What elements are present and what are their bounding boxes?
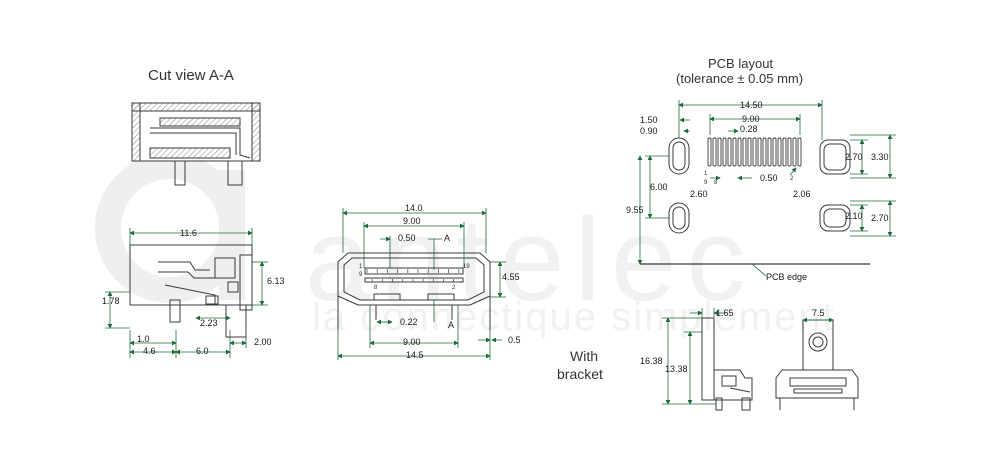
- pcb-dim-slot1-h: 2.70: [845, 152, 863, 162]
- bracket-dimension-lines: [662, 308, 834, 405]
- front-section-mark-top: A: [444, 233, 451, 243]
- front-pin-label-8: 8: [374, 285, 378, 291]
- pcb-pad: [747, 137, 752, 167]
- pcb-pad: [712, 137, 717, 167]
- front-dim-140: 14.0: [405, 203, 423, 213]
- pcb-dim-955: 9.55: [626, 205, 644, 215]
- pcb-pin-label-2: 2: [790, 176, 794, 182]
- pcb-dim-slot1-total: 3.30: [871, 152, 889, 162]
- pcb-pad: [792, 137, 797, 167]
- side-dim-width: 11.6: [180, 228, 197, 238]
- pcb-pad: [797, 137, 802, 167]
- side-dim-b4: 2.00: [254, 337, 272, 347]
- pcb-layout-tolerance: (tolerance ± 0.05 mm): [676, 71, 804, 86]
- watermark-brand-text: antelec: [305, 194, 756, 326]
- pcb-dim-1450: 14.50: [740, 100, 763, 110]
- pcb-dim-150: 1.50: [640, 115, 658, 125]
- pcb-dim-slot2-total: 2.70: [871, 213, 889, 223]
- pcb-dim-206: 2.06: [793, 189, 811, 199]
- pcb-dim-900: 9.00: [742, 114, 760, 124]
- pcb-pad: [787, 137, 792, 167]
- pcb-dim-050: 0.50: [760, 173, 778, 183]
- cut-view-section: [131, 102, 261, 186]
- front-pin-label-19: 19: [463, 264, 470, 270]
- bracket-dim-75: 7.5: [812, 308, 825, 318]
- pcb-pad: [777, 137, 782, 167]
- pcb-dim-600: 6.00: [650, 182, 668, 192]
- watermark-slogan-text: la connectique simplement: [312, 295, 836, 339]
- pcb-pad: [742, 137, 747, 167]
- front-section-mark-bottom: A: [448, 320, 455, 330]
- front-pin-label-1: 1: [359, 264, 363, 270]
- pcb-dim-090: 0.90: [640, 126, 658, 136]
- pcb-pad: [727, 137, 732, 167]
- pcb-pad: [782, 137, 787, 167]
- pcb-pad: [737, 137, 742, 167]
- side-view-drawing: [129, 244, 253, 338]
- front-dim-900-bottom: 9.00: [403, 337, 421, 347]
- pcb-pin-label-9: 9: [704, 180, 708, 186]
- pcb-layout-title: PCB layout: [708, 56, 774, 71]
- pcb-pad: [752, 137, 757, 167]
- front-pin-label-2: 2: [452, 285, 456, 291]
- front-dim-050: 0.50: [398, 233, 416, 243]
- front-dim-145: 14.5: [406, 350, 424, 360]
- pcb-dim-260: 2.60: [690, 189, 708, 199]
- pcb-pads: [707, 137, 802, 167]
- pcb-pad: [772, 137, 777, 167]
- pcb-dim-slot2-h: 2.10: [845, 211, 863, 221]
- side-dim-b3: 6.0: [196, 346, 209, 356]
- front-dim-455: 4.55: [502, 272, 520, 282]
- side-dim-b1: 1.0: [137, 334, 150, 344]
- pcb-edge-label: PCB edge: [766, 272, 808, 282]
- bracket-dim-165: 1.65: [716, 308, 734, 318]
- cut-view-title: Cut view A-A: [148, 67, 234, 84]
- front-view-pins: [366, 269, 460, 282]
- front-view-drawing: [337, 252, 491, 330]
- pcb-pad: [762, 137, 767, 167]
- side-view-dimension-lines: [105, 228, 268, 358]
- front-dim-022: 0.22: [400, 317, 418, 327]
- front-pin-label-9: 9: [359, 272, 363, 278]
- side-dim-pin: 2.23: [200, 318, 218, 328]
- side-dim-b2: 4.6: [143, 346, 156, 356]
- pcb-pad: [707, 137, 712, 167]
- front-dim-05: 0.5: [508, 335, 521, 345]
- bracket-dim-1338: 13.38: [665, 364, 688, 374]
- side-dim-left: 1.78: [102, 296, 120, 306]
- front-dim-900-top: 9.00: [403, 216, 421, 226]
- bracket-title-line1: With: [570, 348, 598, 364]
- pcb-pad: [717, 137, 722, 167]
- bracket-dim-1638: 16.38: [640, 356, 663, 366]
- pcb-pad: [767, 137, 772, 167]
- pcb-pad: [757, 137, 762, 167]
- pcb-pin-label-8: 8: [714, 180, 718, 186]
- pcb-pad: [722, 137, 727, 167]
- pcb-pin-label-1: 1: [704, 171, 708, 177]
- pcb-pad: [732, 137, 737, 167]
- pcb-dim-028: 0.28: [740, 124, 758, 134]
- bracket-title-line2: bracket: [557, 366, 603, 382]
- front-view-dimension-lines: [337, 208, 506, 360]
- side-dim-height: 6.13: [267, 276, 285, 286]
- bracket-side-drawing: [701, 317, 753, 411]
- pcb-dimension-lines: [637, 100, 896, 277]
